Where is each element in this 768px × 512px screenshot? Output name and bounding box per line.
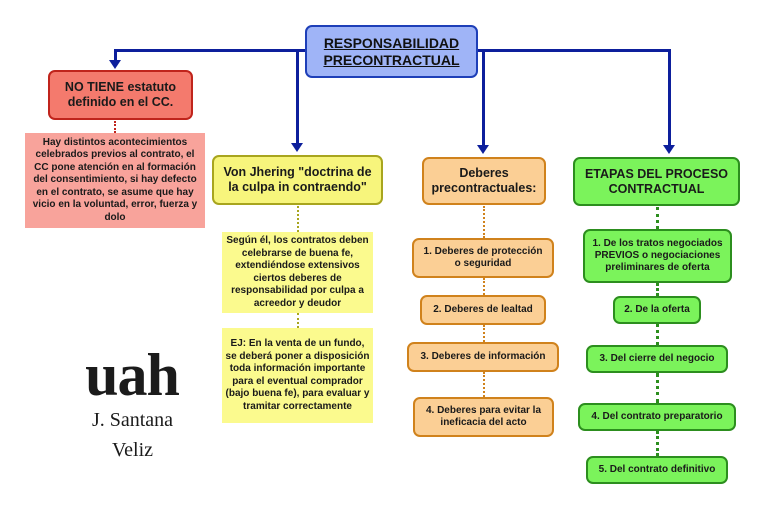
dotted-connector (297, 313, 299, 328)
deberes-item-2[interactable]: 2. Deberes de lealtad (420, 295, 546, 325)
connector-horizontal-right (476, 49, 671, 52)
uah-logo: uah (72, 345, 192, 405)
dotted-connector (656, 324, 659, 345)
etapas-item-5-label: 5. Del contrato definitivo (598, 464, 716, 475)
deberes-item-1[interactable]: 1. Deberes de protección o seguridad (412, 238, 554, 278)
dotted-connector (483, 372, 485, 397)
etapas-item-3[interactable]: 3. Del cierre del negocio (586, 345, 728, 373)
etapas-item-1-label: 1. De los tratos negociados PREVIOS o ne… (592, 238, 723, 273)
jhering-note-1-text: Según él, los contratos deben celebrarse… (226, 235, 369, 309)
note-estatuto: Hay distintos acontecimientos celebrados… (25, 133, 205, 228)
estatuto-note-text: Hay distintos acontecimientos celebrados… (32, 136, 198, 223)
dotted-connector (297, 206, 299, 232)
jhering-note-2-text: EJ: En la venta de un fundo, se deberá p… (225, 338, 370, 412)
uah-logo-text: uah (85, 342, 180, 408)
etapas-item-2-label: 2. De la oferta (624, 304, 690, 315)
connector-vertical-deberes (482, 52, 485, 147)
dotted-connector (483, 325, 485, 342)
dotted-connector (656, 283, 659, 296)
jhering-title: Von Jhering "doctrina de la culpa in con… (223, 165, 372, 194)
etapas-item-1[interactable]: 1. De los tratos negociados PREVIOS o ne… (583, 229, 732, 283)
deberes-item-4-label: 4. Deberes para evitar la ineficacia del… (425, 405, 542, 428)
node-estatuto[interactable]: NO TIENE estatuto definido en el CC. (48, 70, 193, 120)
dotted-connector (483, 278, 485, 295)
dotted-connector (656, 207, 659, 229)
dotted-connector (656, 431, 659, 456)
deberes-item-3[interactable]: 3. Deberes de información (407, 342, 559, 372)
connector-vertical-jhering (296, 52, 299, 145)
dotted-connector (483, 206, 485, 238)
connector-vertical-estatuto (114, 49, 117, 63)
arrow-down-icon (477, 145, 489, 154)
etapas-title: ETAPAS DEL PROCESO CONTRACTUAL (584, 166, 729, 196)
connector-horizontal-left (115, 49, 307, 52)
deberes-item-3-label: 3. Deberes de información (420, 351, 546, 362)
root-title-line1: RESPONSABILIDAD (323, 34, 460, 51)
arrow-down-icon (663, 145, 675, 154)
etapas-item-2[interactable]: 2. De la oferta (613, 296, 701, 324)
root-title-line2: PRECONTRACTUAL (323, 51, 460, 68)
arrow-down-icon (291, 143, 303, 152)
etapas-item-4-label: 4. Del contrato preparatorio (591, 411, 723, 422)
dotted-connector (114, 121, 116, 133)
estatuto-title-bold: NO TIENE (64, 80, 124, 94)
etapas-item-5[interactable]: 5. Del contrato definitivo (586, 456, 728, 484)
deberes-title: Deberes precontractuales: (431, 166, 537, 195)
node-jhering[interactable]: Von Jhering "doctrina de la culpa in con… (212, 155, 383, 205)
connector-vertical-etapas (668, 49, 671, 147)
note-jhering-1: Según él, los contratos deben celebrarse… (222, 232, 373, 313)
estatuto-title-rest: estatuto definido en el CC. (67, 80, 177, 109)
estatuto-title: NO TIENE estatuto definido en el CC. (58, 80, 183, 110)
deberes-item-2-label: 2. Deberes de lealtad (433, 304, 533, 315)
note-jhering-2: EJ: En la venta de un fundo, se deberá p… (222, 328, 373, 423)
arrow-down-icon (109, 60, 121, 69)
root-node-responsabilidad-precontractual[interactable]: RESPONSABILIDAD PRECONTRACTUAL (305, 25, 478, 78)
etapas-item-4[interactable]: 4. Del contrato preparatorio (578, 403, 736, 431)
deberes-item-1-label: 1. Deberes de protección o seguridad (423, 246, 543, 269)
deberes-item-4[interactable]: 4. Deberes para evitar la ineficacia del… (413, 397, 554, 437)
author-line2: Veliz (111, 439, 154, 461)
node-deberes[interactable]: Deberes precontractuales: (422, 157, 546, 205)
dotted-connector (656, 373, 659, 403)
etapas-item-3-label: 3. Del cierre del negocio (599, 353, 715, 364)
node-etapas[interactable]: ETAPAS DEL PROCESO CONTRACTUAL (573, 157, 740, 206)
author-line1: J. Santana (91, 409, 174, 431)
author-name: J. Santana Veliz (65, 405, 200, 465)
